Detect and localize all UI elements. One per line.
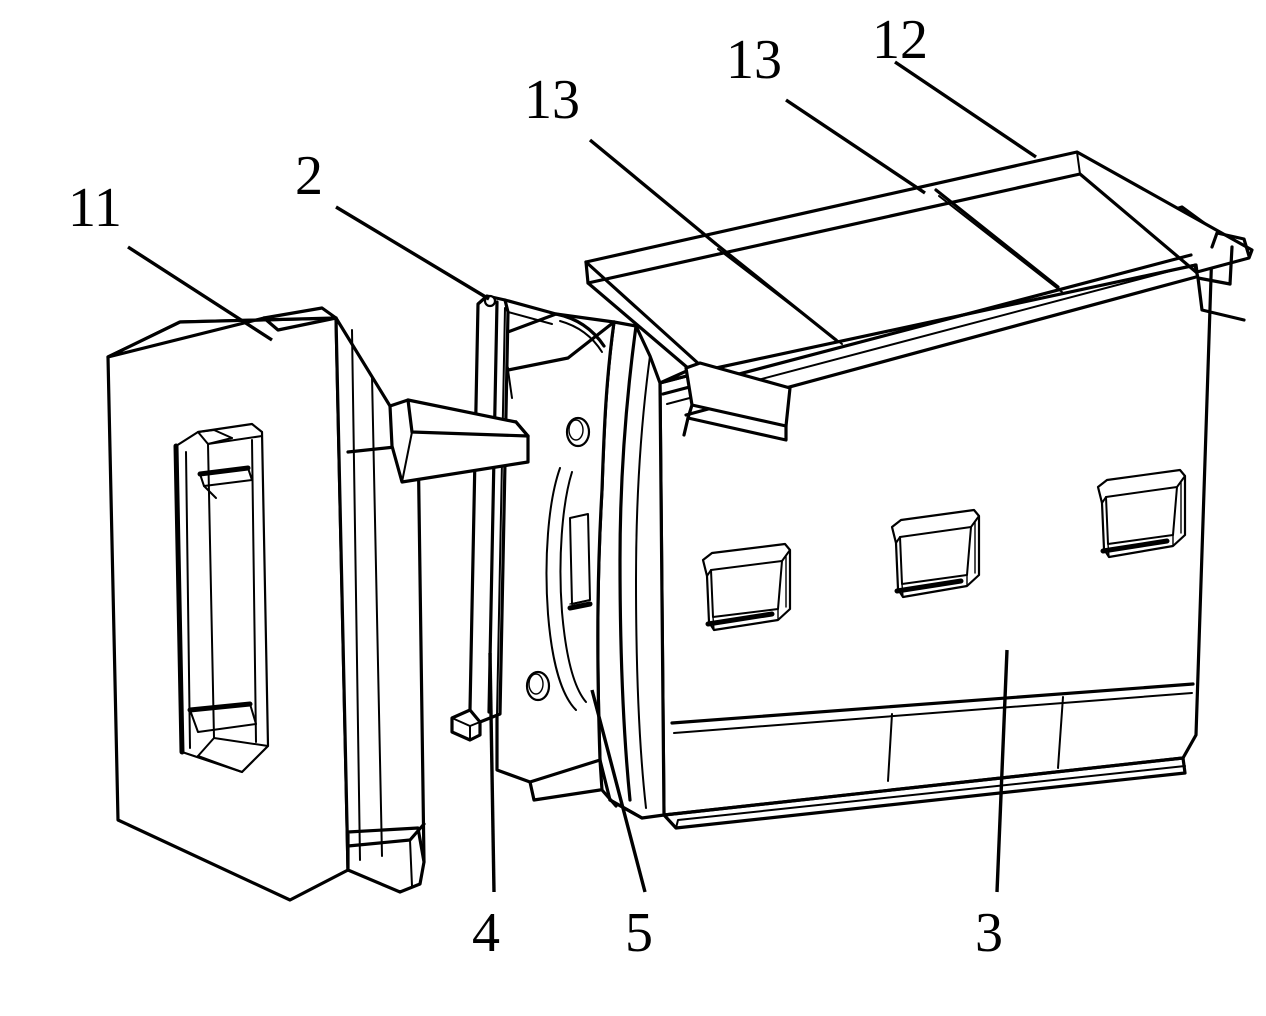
leader-12 <box>894 60 1037 159</box>
leader-5 <box>590 689 647 893</box>
reference-numeral-5: 5 <box>625 902 653 964</box>
reference-numeral-4: 4 <box>472 902 500 964</box>
reference-numeral-12: 12 <box>872 9 928 71</box>
leader-2 <box>335 205 490 301</box>
leader-13b <box>785 98 926 195</box>
panel-hole-upper <box>565 416 591 448</box>
housing-aperture-middle <box>890 508 981 599</box>
reference-numeral-13-left: 13 <box>524 69 580 131</box>
inner-panel <box>495 312 616 802</box>
front-cover-plate <box>106 306 530 902</box>
housing-aperture-left <box>701 542 792 632</box>
leader-13a <box>588 138 718 246</box>
reference-numeral-2: 2 <box>295 145 323 207</box>
leader-3 <box>995 649 1009 893</box>
reference-numeral-3: 3 <box>975 902 1003 964</box>
panel-hole-lower <box>525 670 551 702</box>
housing-aperture-right <box>1096 468 1187 559</box>
leader-4 <box>488 652 496 893</box>
reference-numeral-13-right: 13 <box>726 29 782 91</box>
main-housing-body <box>584 150 1254 830</box>
leader-lines <box>127 60 1037 893</box>
leader-11 <box>127 245 273 342</box>
reference-numeral-11: 11 <box>68 177 122 239</box>
